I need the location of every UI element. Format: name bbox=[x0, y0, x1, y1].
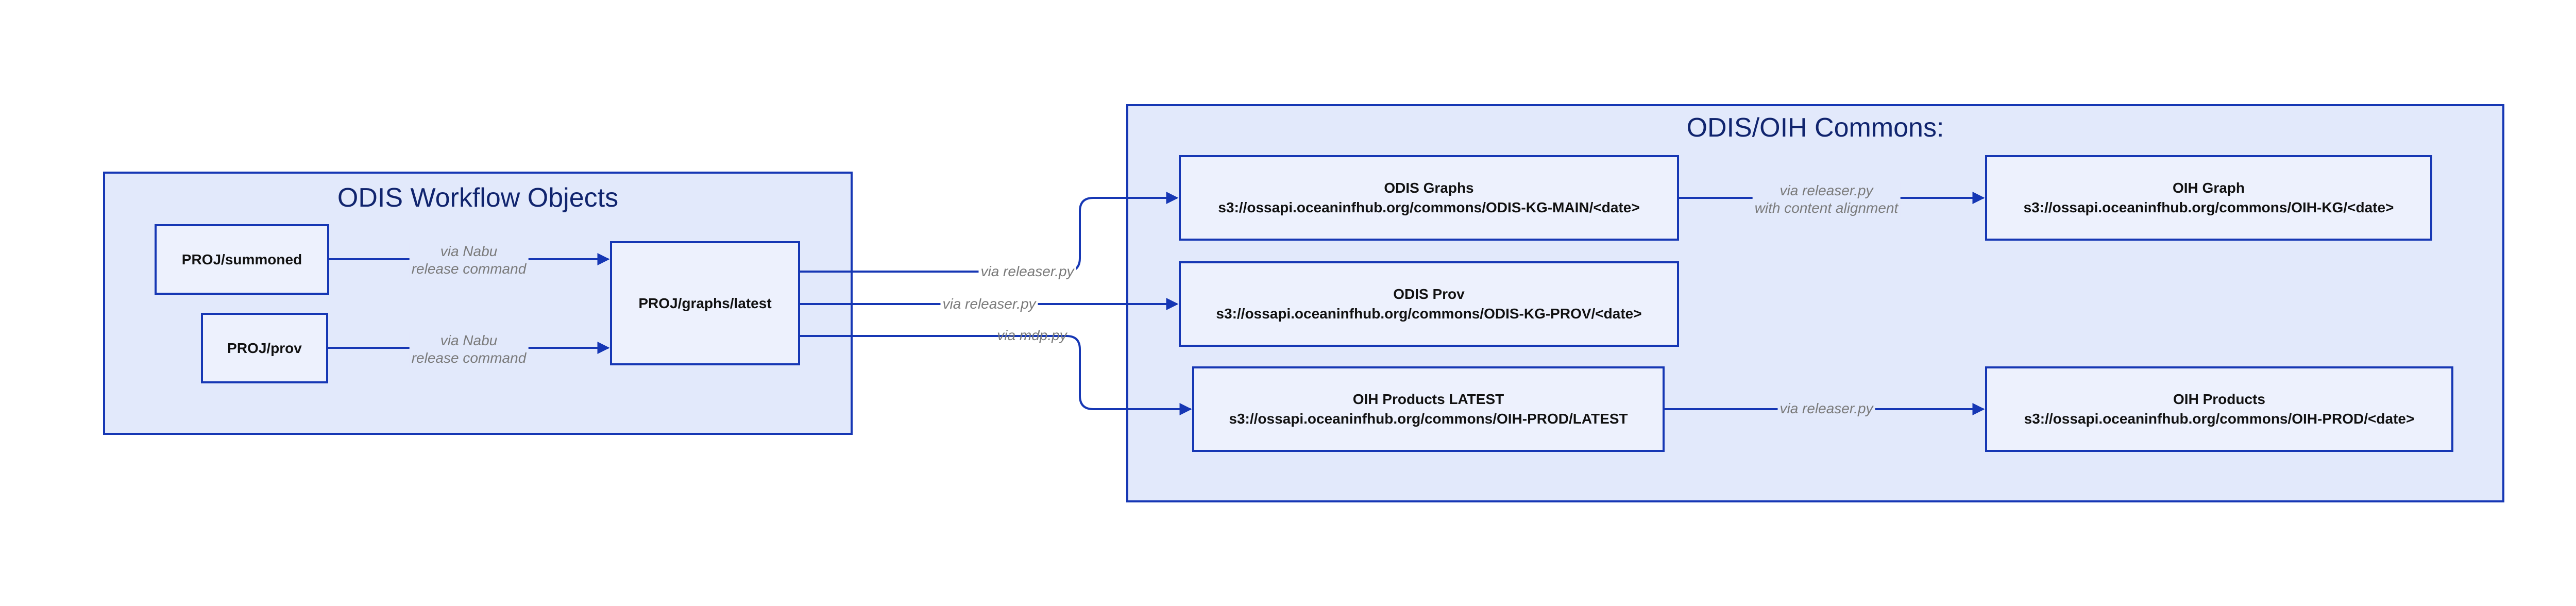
node-oih-products: OIH Products s3://ossapi.oceaninfhub.org… bbox=[1985, 366, 2453, 452]
node-title: OIH Graph bbox=[2172, 180, 2245, 196]
node-label: PROJ/prov bbox=[227, 340, 302, 356]
node-proj-graphs-latest: PROJ/graphs/latest bbox=[610, 241, 800, 365]
edge-label-summoned-to-graphs-latest: via Nabu release command bbox=[409, 243, 529, 278]
group-title-odis-workflow-objects: ODIS Workflow Objects bbox=[337, 183, 619, 213]
node-path: s3://ossapi.oceaninfhub.org/commons/OIH-… bbox=[1229, 411, 1628, 427]
edge-label-odis-graphs-to-oih-graph: via releaser.py with content alignment bbox=[1752, 182, 1901, 217]
node-oih-products-latest: OIH Products LATEST s3://ossapi.oceaninf… bbox=[1192, 366, 1665, 452]
node-title: OIH Products bbox=[2173, 391, 2265, 407]
node-title: ODIS Prov bbox=[1393, 286, 1465, 302]
edge-graphs-latest-to-oih-products-latest bbox=[800, 335, 1192, 415]
group-title-odis-oih-commons: ODIS/OIH Commons: bbox=[1686, 113, 1944, 143]
edge-label-prov-to-graphs-latest: via Nabu release command bbox=[409, 332, 529, 367]
edge-label-oih-products-latest-to-oih-products: via releaser.py bbox=[1777, 400, 1875, 417]
node-title: ODIS Graphs bbox=[1384, 180, 1474, 196]
node-odis-graphs: ODIS Graphs s3://ossapi.oceaninfhub.org/… bbox=[1179, 155, 1679, 241]
node-odis-prov: ODIS Prov s3://ossapi.oceaninfhub.org/co… bbox=[1179, 261, 1679, 347]
edge-label-graphs-latest-to-odis-prov: via releaser.py bbox=[940, 295, 1038, 313]
node-label: PROJ/summoned bbox=[181, 251, 302, 267]
node-oih-graph: OIH Graph s3://ossapi.oceaninfhub.org/co… bbox=[1985, 155, 2432, 241]
edge-graphs-latest-to-odis-graphs bbox=[800, 192, 1179, 273]
node-path: s3://ossapi.oceaninfhub.org/commons/ODIS… bbox=[1218, 199, 1640, 215]
node-label: PROJ/graphs/latest bbox=[638, 295, 772, 311]
node-title: OIH Products LATEST bbox=[1352, 391, 1504, 407]
node-proj-prov: PROJ/prov bbox=[201, 313, 328, 383]
edge-label-graphs-latest-to-odis-graphs: via releaser.py bbox=[978, 263, 1076, 280]
node-path: s3://ossapi.oceaninfhub.org/commons/ODIS… bbox=[1216, 306, 1642, 322]
node-path: s3://ossapi.oceaninfhub.org/commons/OIH-… bbox=[2023, 199, 2394, 215]
edge-label-graphs-latest-to-oih-products-latest: via mdp.py bbox=[997, 327, 1067, 343]
node-proj-summoned: PROJ/summoned bbox=[155, 224, 329, 295]
node-path: s3://ossapi.oceaninfhub.org/commons/OIH-… bbox=[2024, 411, 2415, 427]
